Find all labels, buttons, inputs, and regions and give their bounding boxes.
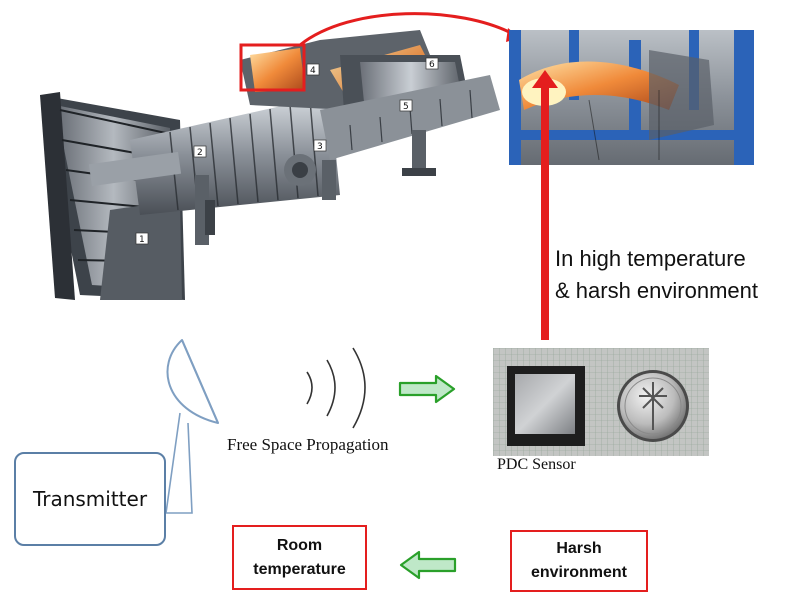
turbine-exhaust xyxy=(320,55,500,160)
dish-antenna xyxy=(165,339,219,514)
combustor-highlight-box xyxy=(239,43,306,92)
part-number-1: 1 xyxy=(139,235,145,245)
room-temperature-box: Room temperature xyxy=(232,525,367,590)
transmitter-box: Transmitter xyxy=(14,452,166,546)
radio-waves xyxy=(306,347,366,429)
room-temperature-line-1: Room xyxy=(276,536,323,554)
pdc-sensor-photo xyxy=(493,348,709,456)
coin xyxy=(617,370,689,442)
harsh-environment-box: Harsh environment xyxy=(510,530,648,592)
part-number-2: 2 xyxy=(197,148,203,158)
harsh-environment-line-2: environment xyxy=(530,564,627,581)
zoom-curve-arrow xyxy=(299,12,516,47)
turbine-part-numbers: 1 2 3 4 5 6 xyxy=(135,57,439,245)
part-number-5: 5 xyxy=(403,102,409,112)
harsh-environment-up-arrow xyxy=(532,70,558,340)
green-arrow-left xyxy=(399,550,457,580)
high-temperature-line-2: & harsh environment xyxy=(555,278,758,303)
part-number-4: 4 xyxy=(310,66,316,76)
high-temperature-caption: In high temperature & harsh environment xyxy=(555,243,758,307)
part-number-3: 3 xyxy=(317,142,323,152)
transmitter-label: Transmitter xyxy=(32,487,148,511)
room-temperature-line-2: temperature xyxy=(253,560,346,578)
turbine-supports xyxy=(195,130,436,245)
pdc-sensor-label: PDC Sensor xyxy=(497,456,576,473)
combustor-zoom-inset xyxy=(509,30,754,165)
turbine-cutaway-illustration: 1 2 3 4 5 6 xyxy=(40,12,520,300)
high-temperature-line-1: In high temperature xyxy=(555,246,746,271)
part-number-6: 6 xyxy=(429,60,435,70)
harsh-environment-line-1: Harsh xyxy=(556,540,602,557)
free-space-propagation-label: Free Space Propagation xyxy=(227,435,389,454)
turbine-compressor xyxy=(88,95,340,215)
green-arrow-right xyxy=(398,374,456,404)
